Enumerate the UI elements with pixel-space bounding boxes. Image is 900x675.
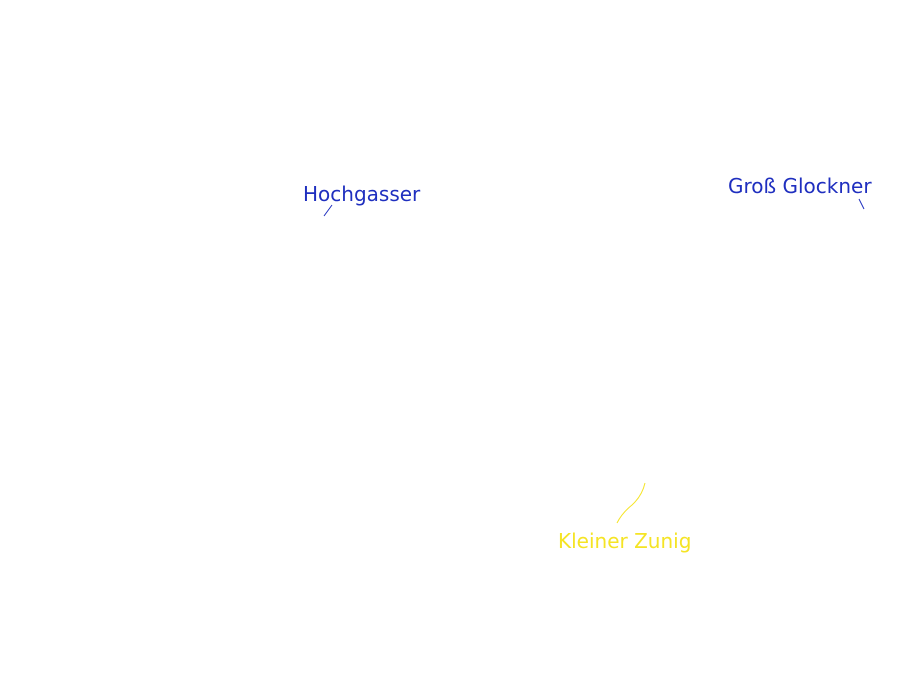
leader-line-gross-glockner: [858, 198, 865, 210]
leader-line-kleiner-zunig: [616, 482, 646, 524]
peak-label-kleiner-zunig[interactable]: Kleiner Zunig: [558, 529, 692, 553]
peak-label-gross-glockner[interactable]: Groß Glockner: [728, 174, 872, 198]
peak-label-hochgasser[interactable]: Hochgasser: [303, 182, 421, 206]
leader-line-hochgasser: [323, 204, 333, 217]
